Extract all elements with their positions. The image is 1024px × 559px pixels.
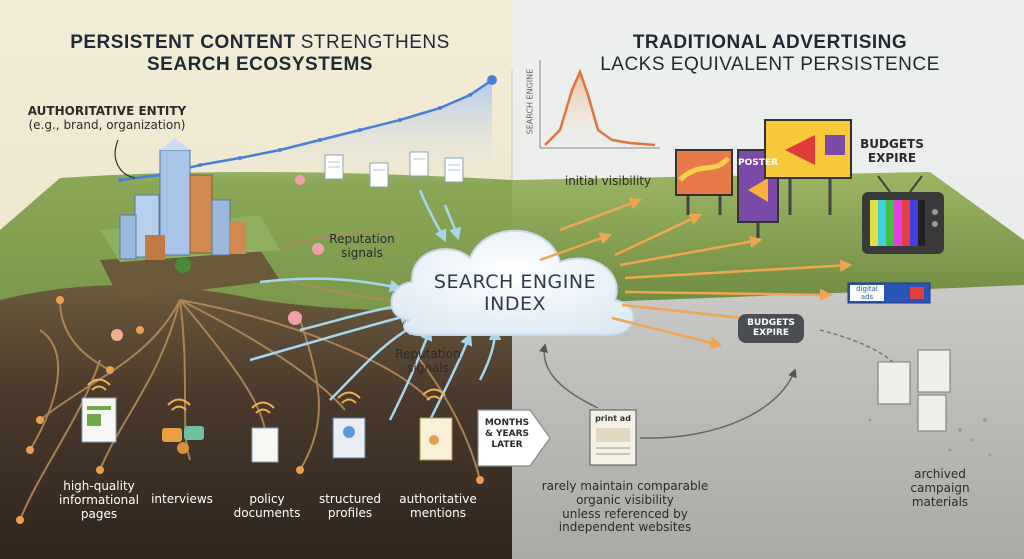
root-nodes [16, 296, 484, 524]
left-soil [0, 285, 512, 559]
right-title-line2: LACKS EQUIVALENT PERSISTENCE [600, 53, 940, 75]
entity-label: AUTHORITATIVE ENTITY (e.g., brand, organ… [12, 104, 202, 133]
print-ad-label: print ad [595, 414, 631, 423]
billboard-icon [675, 119, 852, 238]
root-label-policy: policy documents [233, 492, 301, 520]
months-years-label: MONTHS & YEARS LATER [484, 418, 530, 450]
city-icon [100, 138, 280, 300]
reputation-signals-upper: Reputation signals [329, 232, 395, 260]
dust [868, 418, 992, 457]
orange-arrows [539, 197, 853, 349]
rarely-maintain-text: rarely maintain comparable organic visib… [541, 479, 709, 535]
flower-icon [111, 175, 324, 341]
cloud-line2: INDEX [484, 292, 546, 315]
growth-point [318, 138, 322, 142]
left-title-line2: SEARCH ECOSYSTEMS [147, 53, 373, 75]
entity-subtitle: (e.g., brand, organization) [28, 117, 186, 132]
wifi-signal-icon [87, 378, 446, 414]
digital-ads-banner [847, 282, 931, 304]
growth-point [468, 93, 472, 97]
growth-area [120, 80, 492, 185]
growth-point [358, 128, 362, 132]
cloud-label: SEARCH ENGINE INDEX [410, 271, 620, 316]
poster-label: POSTER [738, 158, 778, 168]
root-label-interviews: interviews [151, 492, 213, 506]
spike-line [544, 68, 656, 147]
left-title-line1-bold: PERSISTENT CONTENT [70, 32, 296, 53]
spike-axis-label: SEARCH ENGINE [525, 68, 535, 135]
root-icons [81, 397, 453, 463]
right-title-line1: TRADITIONAL ADVERTISING [632, 32, 908, 53]
archived-documents [877, 349, 951, 432]
cloud-line1: SEARCH ENGINE [433, 271, 597, 293]
cloud-icon [390, 229, 635, 336]
entity-pointer [114, 139, 136, 179]
growth-point [238, 156, 242, 160]
newspaper-icon [589, 409, 637, 466]
document-lines [328, 158, 460, 171]
growth-point [118, 178, 122, 182]
right-title: TRADITIONAL ADVERTISING LACKS EQUIVALENT… [570, 32, 970, 76]
roots [19, 229, 481, 521]
growth-point [487, 75, 497, 85]
left-title: PERSISTENT CONTENT STRENGTHENS SEARCH EC… [60, 32, 460, 76]
root-label-profiles: structured profiles [318, 492, 382, 520]
archived-materials-label: archived campaign materials [910, 467, 970, 509]
growth-point [198, 163, 202, 167]
digital-ads-label: digital ads [856, 285, 878, 302]
growth-point [398, 118, 402, 122]
reputation-signals-lower: Reputation signals [395, 347, 461, 375]
tv-icon [862, 175, 944, 254]
months-arrow [477, 409, 551, 467]
root-label-pages: high-quality informational pages [59, 479, 139, 521]
entity-title: AUTHORITATIVE ENTITY [27, 104, 187, 118]
initial-visibility-label: initial visibility [564, 174, 652, 188]
left-title-line1-light: STRENGTHENS [300, 32, 450, 53]
budgets-expire-bubble: BUDGETS EXPIRE [738, 314, 804, 343]
right-plain [512, 285, 1024, 559]
growth-point [438, 106, 442, 110]
growth-point [278, 148, 282, 152]
root-label-mentions: authoritative mentions [399, 492, 477, 520]
budgets-expire-top: BUDGETS EXPIRE [860, 137, 924, 165]
